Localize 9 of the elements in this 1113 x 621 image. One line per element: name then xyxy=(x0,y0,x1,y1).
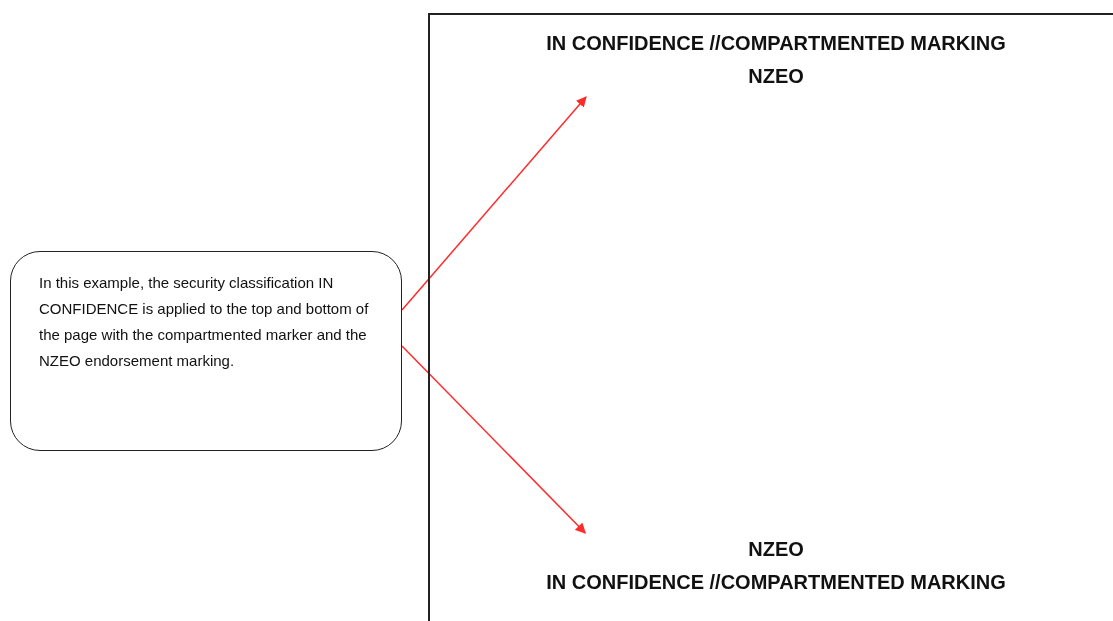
callout-text: In this example, the security classification IN CONFIDENCE is applied to the top and bottom of the page with the compartmented marker and the NZEO endorsement marking. xyxy=(39,273,370,371)
arrow xyxy=(401,96,587,311)
classification-marking: NZEO xyxy=(748,64,804,89)
classification-marking: IN CONFIDENCE //COMPARTMENTED MARKING xyxy=(546,31,1006,56)
arrow xyxy=(401,345,586,534)
classification-marking: IN CONFIDENCE //COMPARTMENTED MARKING xyxy=(546,570,1006,595)
page-outline xyxy=(428,13,1113,621)
callout-box xyxy=(10,251,402,451)
classification-marking: NZEO xyxy=(748,537,804,562)
